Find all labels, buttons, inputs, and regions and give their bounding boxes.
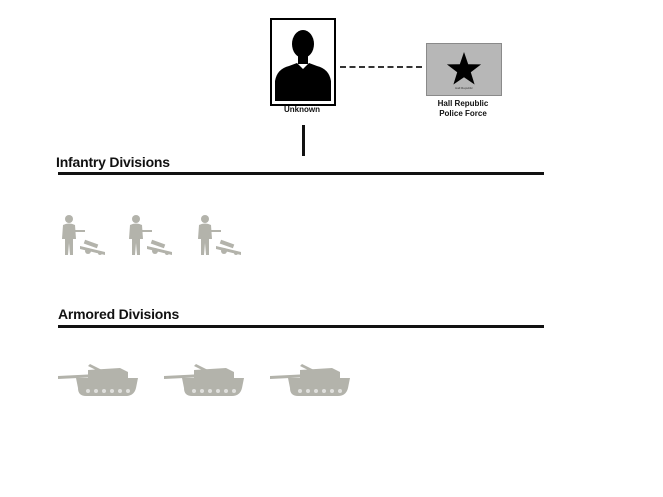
infantry-section-rule <box>58 172 544 175</box>
organization-name-line2: Police Force <box>439 109 487 118</box>
tank-unit-icon <box>58 364 138 396</box>
leader-name: Unknown <box>284 105 320 114</box>
flag-caption: Hall Republic <box>455 86 473 90</box>
person-silhouette-icon <box>275 30 331 101</box>
organization-name-line1: Hall Republic <box>437 99 489 108</box>
infantry-unit-icon <box>129 215 172 255</box>
star-icon <box>446 52 482 85</box>
infantry-unit-icon <box>198 215 241 255</box>
tank-unit-icon <box>164 364 244 396</box>
organization-flag: Hall Republic <box>426 43 502 96</box>
tank-unit-icon <box>270 364 350 396</box>
armored-section-rule <box>58 325 544 328</box>
organization-name: Hall Republic Police Force <box>420 99 506 119</box>
leader-organization-connector <box>340 66 422 68</box>
leader-portrait <box>270 18 336 106</box>
infantry-section-title: Infantry Divisions <box>56 154 170 170</box>
hierarchy-stem <box>302 125 305 156</box>
armored-section-title: Armored Divisions <box>58 306 180 322</box>
infantry-unit-icon <box>62 215 105 255</box>
